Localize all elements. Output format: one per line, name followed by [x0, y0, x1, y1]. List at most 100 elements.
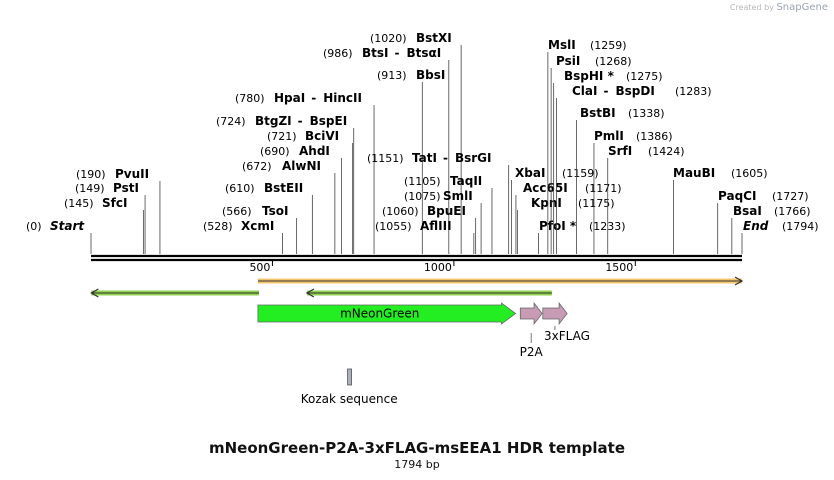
site-position-label: (1159)	[562, 167, 599, 180]
site-pmli: (1386)PmlI	[593, 129, 673, 254]
primer-arrows	[90, 276, 744, 298]
site-name-label: BstBI	[580, 106, 616, 120]
site-sfci: (145)SfcI	[64, 196, 145, 254]
site-clai: (1283)ClaI-BspDI	[556, 84, 712, 254]
site-position-label: (1727)	[772, 190, 809, 203]
site-afliii: (1055) AflIII	[375, 219, 475, 254]
primer-arrowhead	[734, 276, 744, 286]
site-position-label: (986)	[323, 47, 353, 60]
site-name-separator: -	[311, 91, 316, 105]
site-position-label: (1055)	[375, 220, 412, 233]
site-position-label: (1233)	[589, 220, 626, 233]
site-pfoi: (1233)PfoI *	[538, 219, 626, 254]
site-ahdi: (690) AhdI	[260, 144, 342, 254]
site-position-label: (672)	[242, 160, 272, 173]
feature-arrow	[542, 301, 568, 326]
site-name-label: TsoI	[262, 204, 288, 218]
site-name-separator: -	[443, 151, 448, 165]
feature-kozak-sequence: Kozak sequence	[301, 368, 398, 406]
site-position-label: (1268)	[595, 55, 632, 68]
created-by-label: Created by	[729, 3, 774, 12]
site-name-label: Start	[50, 219, 85, 233]
site-name-label: SfcI	[102, 196, 127, 210]
site-hpai: (780)HpaI-HincII	[235, 91, 375, 254]
site-name-label: KpnI	[531, 196, 562, 210]
site-name-label: SmlI	[443, 189, 473, 203]
site-name-label: SrfI	[608, 144, 632, 158]
site-position-label: (610)	[225, 182, 255, 195]
site-name-label: BbsI	[416, 68, 445, 82]
site-bstbi: (1338) BstBI	[576, 106, 665, 254]
site-name-label: AlwNI	[282, 159, 321, 173]
feature-3xflag: 3xFLAG	[542, 301, 590, 343]
site-bstxi: (1020) BstXI	[370, 31, 462, 254]
site-position-label: (190)	[76, 168, 106, 181]
ruler-tick-label: 1000	[424, 261, 452, 274]
site-position-label: (721)	[267, 130, 297, 143]
site-name-label: PsiI	[556, 54, 580, 68]
site-smli: (1075)SmlI	[404, 189, 482, 254]
site-position-label: (1020)	[370, 32, 407, 45]
site-pvuii: (190)PvuII	[76, 167, 161, 254]
site-name-label: HpaI	[274, 91, 305, 105]
primer-arrowhead	[305, 288, 315, 298]
feature-label: P2A	[520, 345, 544, 359]
site-position-label: (1338)	[628, 107, 665, 120]
site-position-label: (528)	[203, 220, 233, 233]
site-name-label-2: HincII	[323, 91, 362, 105]
site-maubi: (1605)MauBI	[673, 166, 768, 254]
kozak-box	[347, 368, 352, 386]
site-bcivi: (721) BciVI	[267, 129, 354, 254]
primer-arrow	[257, 276, 744, 286]
site-position-label: (1424)	[648, 145, 685, 158]
sequence-length-label: 1794 bp	[394, 458, 440, 471]
site-position-label: (1794)	[782, 220, 819, 233]
site-name-label: MauBI	[673, 166, 715, 180]
site-name-label: BstXI	[416, 31, 452, 45]
site-position-label: (0)	[26, 220, 42, 233]
site-name-label: BpuEI	[427, 204, 466, 218]
feature-p2a: P2A	[520, 301, 544, 359]
site-bbsi: (913) BbsI	[377, 68, 445, 254]
site-position-label: (724)	[216, 115, 246, 128]
ruler-tick-label: 500	[249, 261, 270, 274]
site-position-label: (1386)	[636, 130, 673, 143]
site-kpni: (1175)KpnI	[516, 196, 615, 254]
site-position-label: (1151)	[367, 152, 404, 165]
site-position-label: (1283)	[675, 85, 712, 98]
feature-mneongreen: mNeonGreen	[257, 302, 517, 325]
site-position-label: (1075)	[404, 190, 441, 203]
site-name-label: AhdI	[299, 144, 330, 158]
site-position-label: (149)	[75, 182, 105, 195]
site-btsi: (986)BtsI-BtsαI	[323, 46, 450, 254]
site-position-label: (780)	[235, 92, 265, 105]
feature-label: 3xFLAG	[544, 329, 590, 343]
site-name-label: XbaI	[515, 166, 545, 180]
site-name-label: AflIII	[420, 219, 452, 233]
site-name-separator: -	[395, 46, 400, 60]
site-name-label: End	[743, 219, 769, 233]
site-paqci: (1727)PaqCI	[717, 189, 809, 254]
feature-label: Kozak sequence	[301, 392, 398, 406]
site-tsoi: (566)TsoI	[222, 204, 297, 254]
site-name-label: TaqII	[450, 174, 482, 188]
site-position-label: (913)	[377, 69, 407, 82]
primer-arrowhead	[90, 288, 99, 298]
site-name-label-2: BspEI	[310, 114, 348, 128]
site-msli: (1259)MslI	[547, 38, 627, 254]
site-name-label-2: BspDI	[615, 84, 654, 98]
site-position-label: (1171)	[585, 182, 622, 195]
site-name-separator: -	[298, 114, 303, 128]
site-position-label: (1105)	[404, 175, 441, 188]
site-start: (0) Start	[26, 219, 92, 254]
site-btgzi: (724)BtgZI-BspEI	[216, 114, 355, 254]
site-tati: (1151)TatI-BsrGI	[367, 151, 510, 254]
site-name-label: BciVI	[305, 129, 339, 143]
site-bsteii: (610)BstEII	[225, 181, 313, 254]
site-position-label: (1766)	[774, 205, 811, 218]
site-bsai: (1766)BsaI	[731, 204, 811, 254]
site-position-label: (690)	[260, 145, 290, 158]
feature-label: mNeonGreen	[340, 307, 419, 321]
site-xcmi: (528)XcmI	[203, 219, 283, 254]
